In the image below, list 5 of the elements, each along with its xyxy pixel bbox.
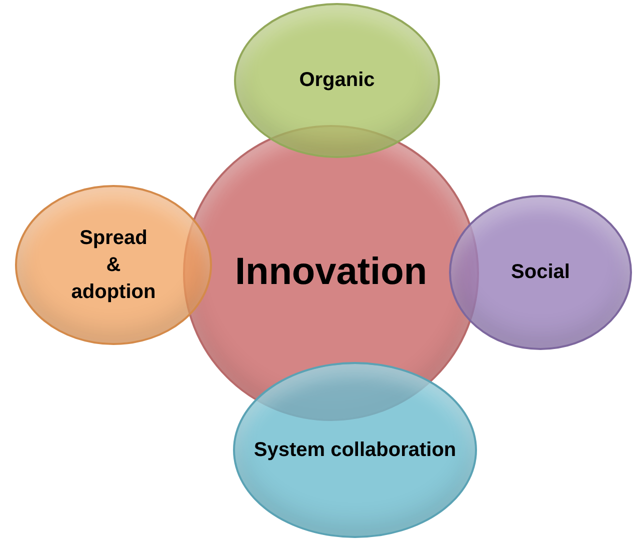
node-label: Organic bbox=[299, 68, 375, 93]
node-label: Spread & adoption bbox=[70, 226, 156, 304]
node-label: Social bbox=[511, 260, 570, 285]
node-label: System collaboration bbox=[254, 438, 456, 462]
node-label: Innovation bbox=[234, 250, 428, 296]
